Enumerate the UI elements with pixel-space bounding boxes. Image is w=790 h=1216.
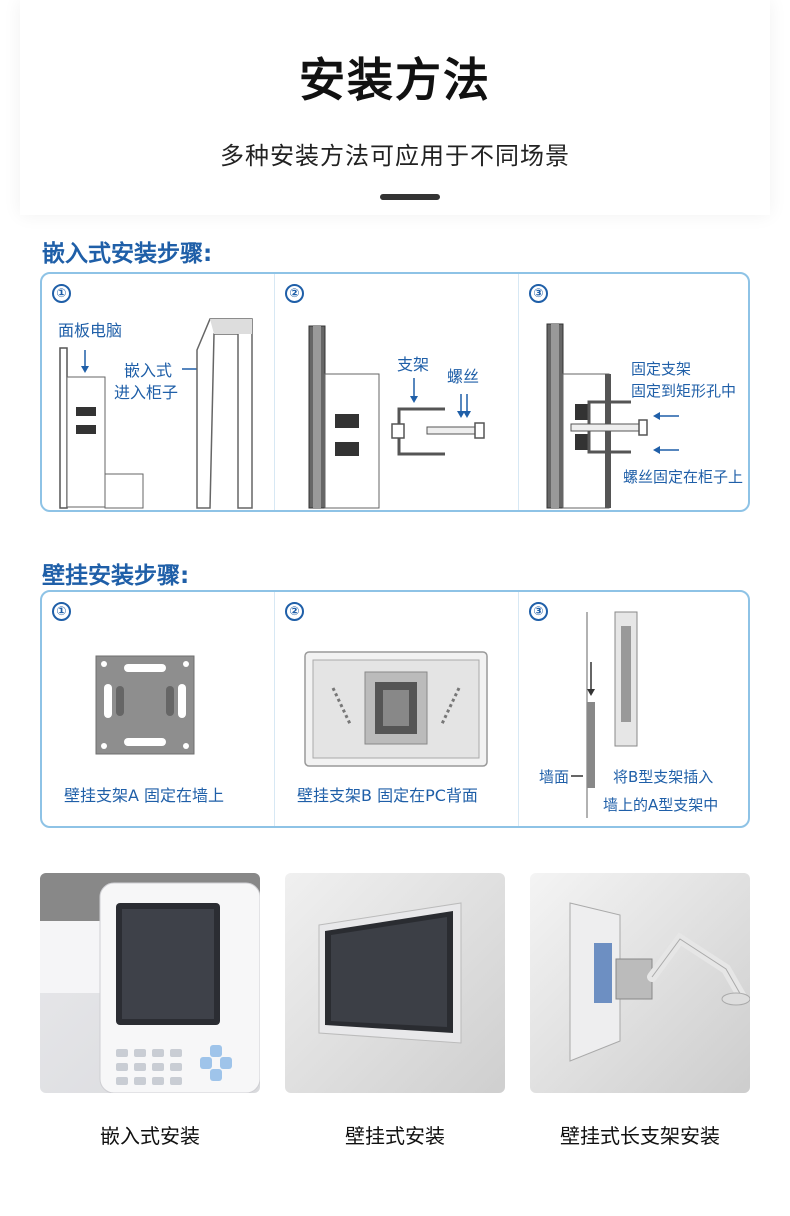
photo-embedded [40, 873, 260, 1093]
wall-step-3: ③ 墙面 将B型支架插入 墙上的A型支架中 [518, 592, 748, 826]
wall-step-2: ② 壁挂支架B 固定在PC背面 [274, 592, 518, 826]
title-underline [380, 194, 440, 200]
label-bracket-b: 壁挂支架B 固定在PC背面 [297, 786, 478, 805]
label-panel-pc: 面板电脑 [58, 321, 123, 340]
wall-bracket-b-diagram [304, 651, 488, 767]
label-fix-into-hole: 固定到矩形孔中 [631, 382, 737, 400]
page-subtitle: 多种安装方法可应用于不同场景 [220, 142, 570, 170]
step-number: ② [285, 602, 304, 621]
step-number: ① [52, 602, 71, 621]
embedded-step-3-diagram [546, 323, 679, 509]
embedded-step-2: ② 支架 螺丝 [274, 274, 518, 510]
embedded-step-3: ③ 固定支架 固定到矩形孔中 螺丝固定在柜子上 [518, 274, 748, 510]
label-fix-bracket: 固定支架 [631, 360, 692, 378]
photo-long-arm-mount [530, 873, 750, 1093]
wall-bracket-a-diagram [95, 655, 195, 755]
label-insert-b: 将B型支架插入 [613, 768, 714, 786]
embedded-step-1-diagram [59, 318, 253, 509]
caption-long-arm-mount: 壁挂式长支架安装 [560, 1124, 720, 1148]
label-screw-to-cabinet: 螺丝固定在柜子上 [623, 468, 744, 486]
label-bracket: 支架 [397, 355, 430, 374]
photo-wall-mount [285, 873, 505, 1093]
label-into-cabinet: 进入柜子 [114, 383, 179, 402]
wall-mount-insert-diagram [571, 611, 638, 818]
embedded-steps-panel: ① 面板电脑 嵌入式 进入柜子 ② 支架 螺丝 [40, 272, 750, 512]
header-card [20, 0, 770, 215]
step-number: ③ [529, 602, 548, 621]
wall-steps-panel: ① 壁挂支架A 固定在墙上 ② 壁挂支架B 固定在PC背面 [40, 590, 750, 828]
label-bracket-a: 壁挂支架A 固定在墙上 [64, 786, 225, 805]
caption-wall-mount: 壁挂式安装 [345, 1124, 445, 1148]
wall-heading: 壁挂安装步骤: [42, 563, 190, 589]
step-number: ① [52, 284, 71, 303]
label-wall: 墙面 [539, 768, 570, 786]
caption-embedded: 嵌入式安装 [100, 1124, 200, 1148]
wall-step-1: ① 壁挂支架A 固定在墙上 [42, 592, 274, 826]
label-embedded: 嵌入式 [124, 361, 173, 380]
embedded-step-2-diagram [308, 325, 485, 509]
label-into-a: 墙上的A型支架中 [603, 796, 719, 814]
embedded-heading: 嵌入式安装步骤: [42, 241, 213, 267]
embedded-step-1: ① 面板电脑 嵌入式 进入柜子 [42, 274, 274, 510]
step-number: ② [285, 284, 304, 303]
label-screw: 螺丝 [447, 367, 480, 386]
step-number: ③ [529, 284, 548, 303]
page-title: 安装方法 [299, 53, 491, 107]
